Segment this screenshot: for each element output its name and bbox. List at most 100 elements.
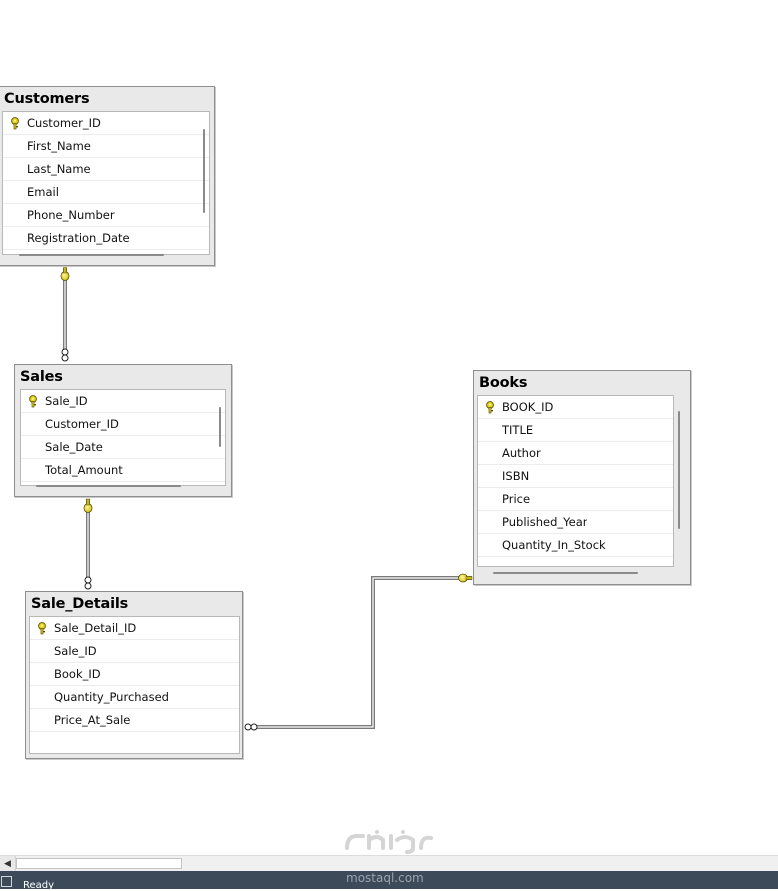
primary-key-icon [21,390,45,412]
row-selector [3,158,27,180]
column-row[interactable]: Author [478,442,673,465]
column-row[interactable]: ISBN [478,465,673,488]
column-row[interactable]: TITLE [478,419,673,442]
row-selector [21,459,45,481]
column-name: Book_ID [54,667,101,681]
column-row[interactable]: Quantity_In_Stock [478,534,673,557]
column-row[interactable]: BOOK_ID [478,396,673,419]
many-end-infinity-icon [61,348,69,362]
status-bar: Ready mostaql.com [0,871,778,891]
row-selector [478,534,502,556]
column-name: Price_At_Sale [54,713,131,727]
row-selector [21,413,45,435]
column-name: Last_Name [27,162,91,176]
column-row[interactable]: Sale_Date [21,436,225,459]
column-name: BOOK_ID [502,400,554,414]
relationship-books-sale-details[interactable] [244,573,473,731]
vertical-scrollbar[interactable] [678,411,680,529]
row-selector [30,686,54,708]
scroll-thumb[interactable] [16,858,182,869]
vertical-scrollbar[interactable] [203,129,205,213]
relationship-customers-sales[interactable] [60,266,70,362]
column-name: Customer_ID [45,417,119,431]
row-selector [3,181,27,203]
column-row[interactable]: First_Name [3,135,209,158]
column-row[interactable]: Book_ID [30,663,239,686]
column-row[interactable]: Customer_ID [3,112,209,135]
column-row[interactable]: Email [3,181,209,204]
column-row[interactable]: Phone_Number [3,204,209,227]
canvas-horizontal-scrollbar[interactable]: ◀ [0,855,778,871]
watermark [343,830,435,854]
primary-key-icon [478,396,502,418]
watermark-logo-icon [345,830,433,854]
horizontal-scrollbar[interactable] [36,485,181,487]
row-selector [478,465,502,487]
horizontal-scrollbar[interactable] [493,572,638,574]
column-name: Sale_Date [45,440,103,454]
column-row[interactable]: Last_Name [3,158,209,181]
column-row[interactable]: Published_Year [478,511,673,534]
horizontal-scrollbar[interactable] [19,254,164,256]
row-selector [30,640,54,662]
column-name: Sale_ID [54,644,97,658]
column-row[interactable]: Registration_Date [3,227,209,250]
column-name: ISBN [502,469,530,483]
column-grid: Sale_Detail_ID Sale_ID Book_ID Quantity_Pur… [29,616,240,754]
column-name: Sale_Detail_ID [54,621,137,635]
table-title: Sales [20,369,63,385]
row-selector [21,436,45,458]
row-selector [478,442,502,464]
column-name: First_Name [27,139,91,153]
one-end-key-icon [60,266,70,281]
row-selector [3,227,27,249]
scroll-left-arrow-icon[interactable]: ◀ [0,856,16,871]
column-row[interactable]: Sale_ID [30,640,239,663]
many-end-infinity-icon [84,576,92,590]
many-end-infinity-icon [244,723,258,731]
one-end-key-icon [458,573,473,583]
column-name: Registration_Date [27,231,130,245]
row-selector [3,135,27,157]
primary-key-icon [3,112,27,134]
row-selector [30,663,54,685]
vertical-scrollbar[interactable] [219,407,221,447]
one-end-key-icon [83,498,93,513]
column-name: TITLE [502,423,534,437]
column-row[interactable]: Quantity_Purchased [30,686,239,709]
column-name: Phone_Number [27,208,115,222]
column-name: Email [27,185,59,199]
status-text: Ready [23,880,55,891]
column-row[interactable]: Total_Amount [21,459,225,482]
row-selector [478,488,502,510]
column-name: Quantity_Purchased [54,690,169,704]
row-selector [478,511,502,533]
column-row[interactable]: Customer_ID [21,413,225,436]
relationship-sales-sale-details[interactable] [83,498,93,590]
column-row[interactable]: Sale_ID [21,390,225,413]
column-row[interactable]: Price_At_Sale [30,709,239,732]
primary-key-icon [30,617,54,639]
table-title: Customers [4,91,90,107]
watermark-text: mostaql.com [346,871,424,885]
row-selector [30,709,54,731]
table-title: Books [479,375,528,391]
table-sale-details[interactable]: Sale_Details Sale_Detail_ID Sale_ID Book_I… [25,591,243,759]
column-name: Author [502,446,541,460]
table-title: Sale_Details [31,596,129,612]
column-row[interactable]: Sale_Detail_ID [30,617,239,640]
column-row[interactable]: Price [478,488,673,511]
status-box-icon [1,876,12,887]
column-name: Price [502,492,531,506]
column-name: Sale_ID [45,394,88,408]
column-name: Customer_ID [27,116,101,130]
column-name: Quantity_In_Stock [502,538,606,552]
row-selector [478,419,502,441]
